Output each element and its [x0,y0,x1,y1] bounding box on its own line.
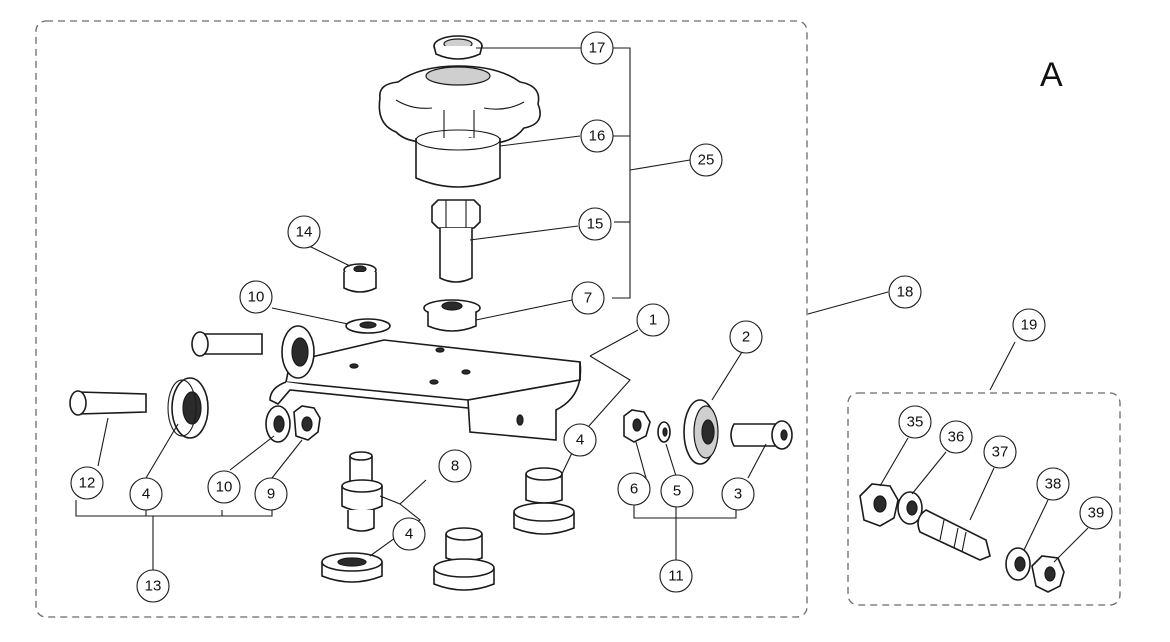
balloon-39: 39 [1079,496,1113,530]
balloon-10-lower: 10 [207,470,241,504]
leader-lines [75,47,1089,570]
part-4-bearing-right [513,467,575,535]
part-10-washer-left [265,405,291,443]
svg-text:7: 7 [584,290,592,307]
part-39-nut [1031,555,1065,593]
balloon-19: 19 [1012,308,1046,342]
balloon-4-left: 4 [129,477,163,511]
balloon-14: 14 [287,215,321,249]
svg-text:38: 38 [1045,476,1062,493]
balloon-3: 3 [721,477,755,511]
part-4-bearing-left [167,377,209,439]
svg-text:1: 1 [649,312,657,329]
balloon-12: 12 [70,466,104,500]
svg-text:5: 5 [673,483,681,500]
detail-19-frame [847,392,1121,606]
part-12-bolt-upper [191,331,263,357]
svg-text:16: 16 [589,128,606,145]
part-2-pulley [683,399,719,465]
balloon-2: 2 [729,320,763,354]
balloon-36: 36 [939,420,973,454]
svg-text:11: 11 [668,568,684,585]
balloon-4-center: 4 [392,517,426,551]
balloon-4-right: 4 [563,423,597,457]
part-15-bolt [431,199,481,283]
svg-text:35: 35 [907,414,924,431]
part-3-bolt [730,420,793,450]
balloon-1: 1 [636,303,670,337]
balloon-25: 25 [689,143,723,177]
svg-text:3: 3 [734,486,742,503]
balloon-8: 8 [438,449,472,483]
svg-text:25: 25 [698,152,715,169]
part-35-nut [859,483,899,527]
balloon-16: 16 [580,119,614,153]
balloon-15: 15 [578,207,612,241]
svg-text:10: 10 [216,479,233,496]
balloon-17: 17 [580,31,614,65]
balloon-13: 13 [136,569,170,603]
part-17-cap [433,35,483,60]
part-38-washer [1005,547,1031,581]
svg-text:17: 17 [589,40,606,57]
balloon-35: 35 [898,405,932,439]
part-9-nut [293,405,321,441]
svg-text:10: 10 [248,289,265,306]
balloon-9: 9 [254,477,288,511]
svg-text:18: 18 [897,284,914,301]
part-14-nut [343,263,377,293]
svg-text:14: 14 [296,224,313,241]
part-36-washer [897,491,923,525]
svg-text:13: 13 [145,578,162,595]
balloon-7: 7 [571,281,605,315]
balloon-5: 5 [660,474,694,508]
part-10-washer [345,318,391,334]
svg-text:8: 8 [451,458,459,475]
svg-text:6: 6 [630,481,638,498]
svg-text:2: 2 [742,329,750,346]
part-1-bracket [269,339,582,441]
part-8-stud [341,451,383,532]
svg-text:4: 4 [405,526,413,543]
part-7-nut [423,299,481,332]
svg-text:37: 37 [992,444,1009,461]
part-12-bolt [69,390,147,416]
part-37-shaft [917,509,991,561]
svg-text:4: 4 [576,432,584,449]
view-label: A [1040,56,1063,94]
svg-text:36: 36 [948,429,965,446]
part-16-knob [378,65,541,188]
part-4-bearing-bottom-left [321,552,383,583]
part-4-bearing-bottom-center [433,527,495,591]
part-5-washer [657,421,671,443]
balloon-6: 6 [617,472,651,506]
part-4-bearing-upper [281,325,315,379]
balloon-10-upper: 10 [239,280,273,314]
svg-text:39: 39 [1088,505,1105,522]
balloon-18: 18 [888,275,922,309]
part-6-nut [623,409,651,443]
svg-text:19: 19 [1021,317,1038,334]
svg-text:15: 15 [587,216,604,233]
balloon-38: 38 [1036,467,1070,501]
balloon-37: 37 [983,435,1017,469]
main-assembly-frame [35,20,808,618]
svg-text:12: 12 [79,475,96,492]
svg-text:4: 4 [142,486,150,503]
svg-text:9: 9 [267,486,275,503]
balloon-11: 11 [659,559,693,593]
